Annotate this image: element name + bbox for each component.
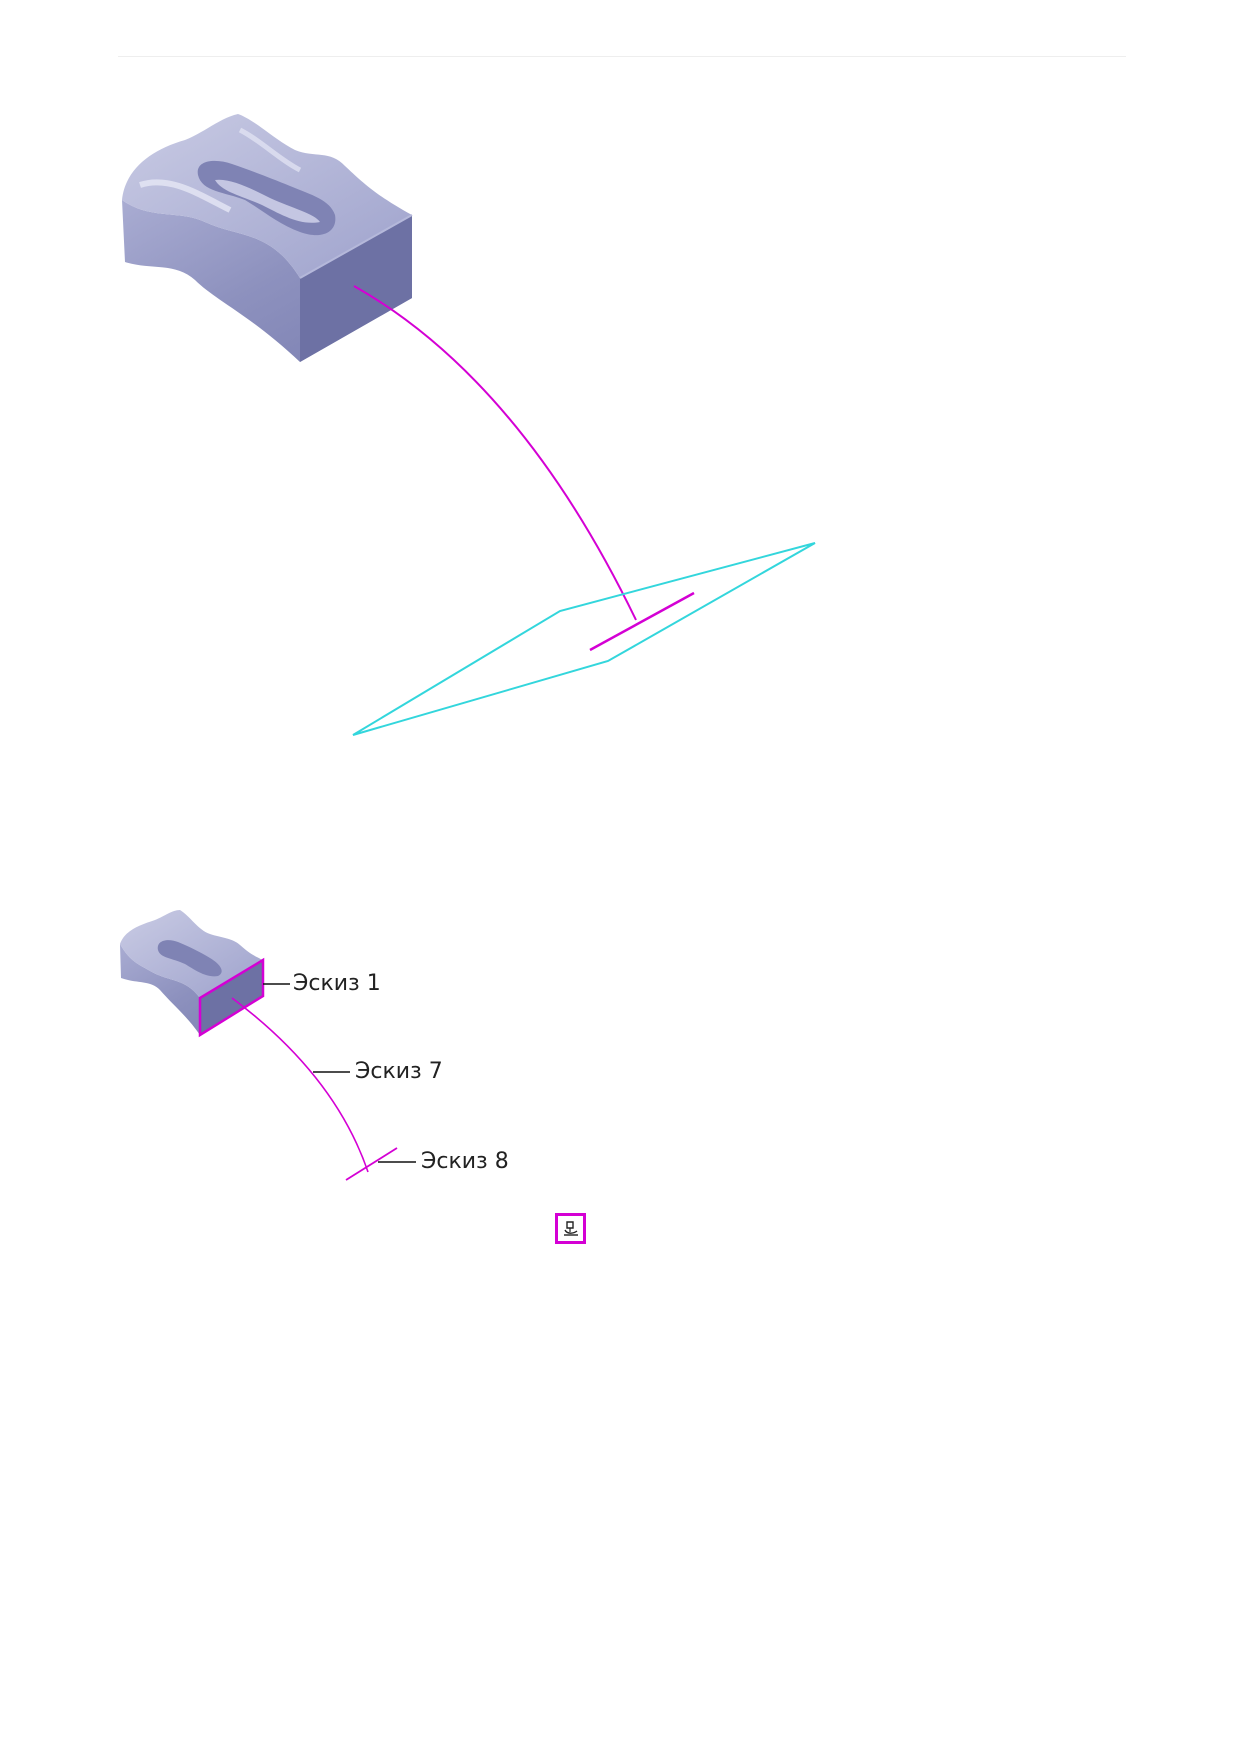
small-body-top-face — [120, 910, 263, 998]
profile-sketch-line — [589, 591, 695, 652]
top-3d-view — [122, 114, 816, 736]
label-sketch-1: Эскиз 1 — [293, 971, 381, 996]
small-sweep-path-curve — [231, 997, 369, 1173]
body-highlight — [238, 127, 302, 173]
label-sketch-8: Эскиз 8 — [421, 1149, 509, 1174]
label-sketch-7: Эскиз 7 — [355, 1059, 443, 1084]
body-highlight — [139, 179, 232, 213]
sweep-operation-icon — [563, 1220, 578, 1236]
body-slot-floor — [215, 179, 320, 223]
page-divider — [118, 56, 1126, 57]
sweep-path-curve — [353, 285, 637, 621]
small-body-end-face — [198, 957, 265, 1038]
body-end-face — [300, 215, 412, 362]
small-profile-sketch-line — [345, 1147, 398, 1181]
solid-body-large — [122, 114, 413, 362]
sweep-tool-button[interactable] — [555, 1213, 586, 1244]
construction-plane — [352, 542, 816, 736]
solid-body-small — [120, 910, 265, 1038]
body-end-face-edge — [299, 214, 413, 279]
small-body-slot — [157, 940, 222, 977]
small-body-side-face — [120, 944, 263, 1035]
